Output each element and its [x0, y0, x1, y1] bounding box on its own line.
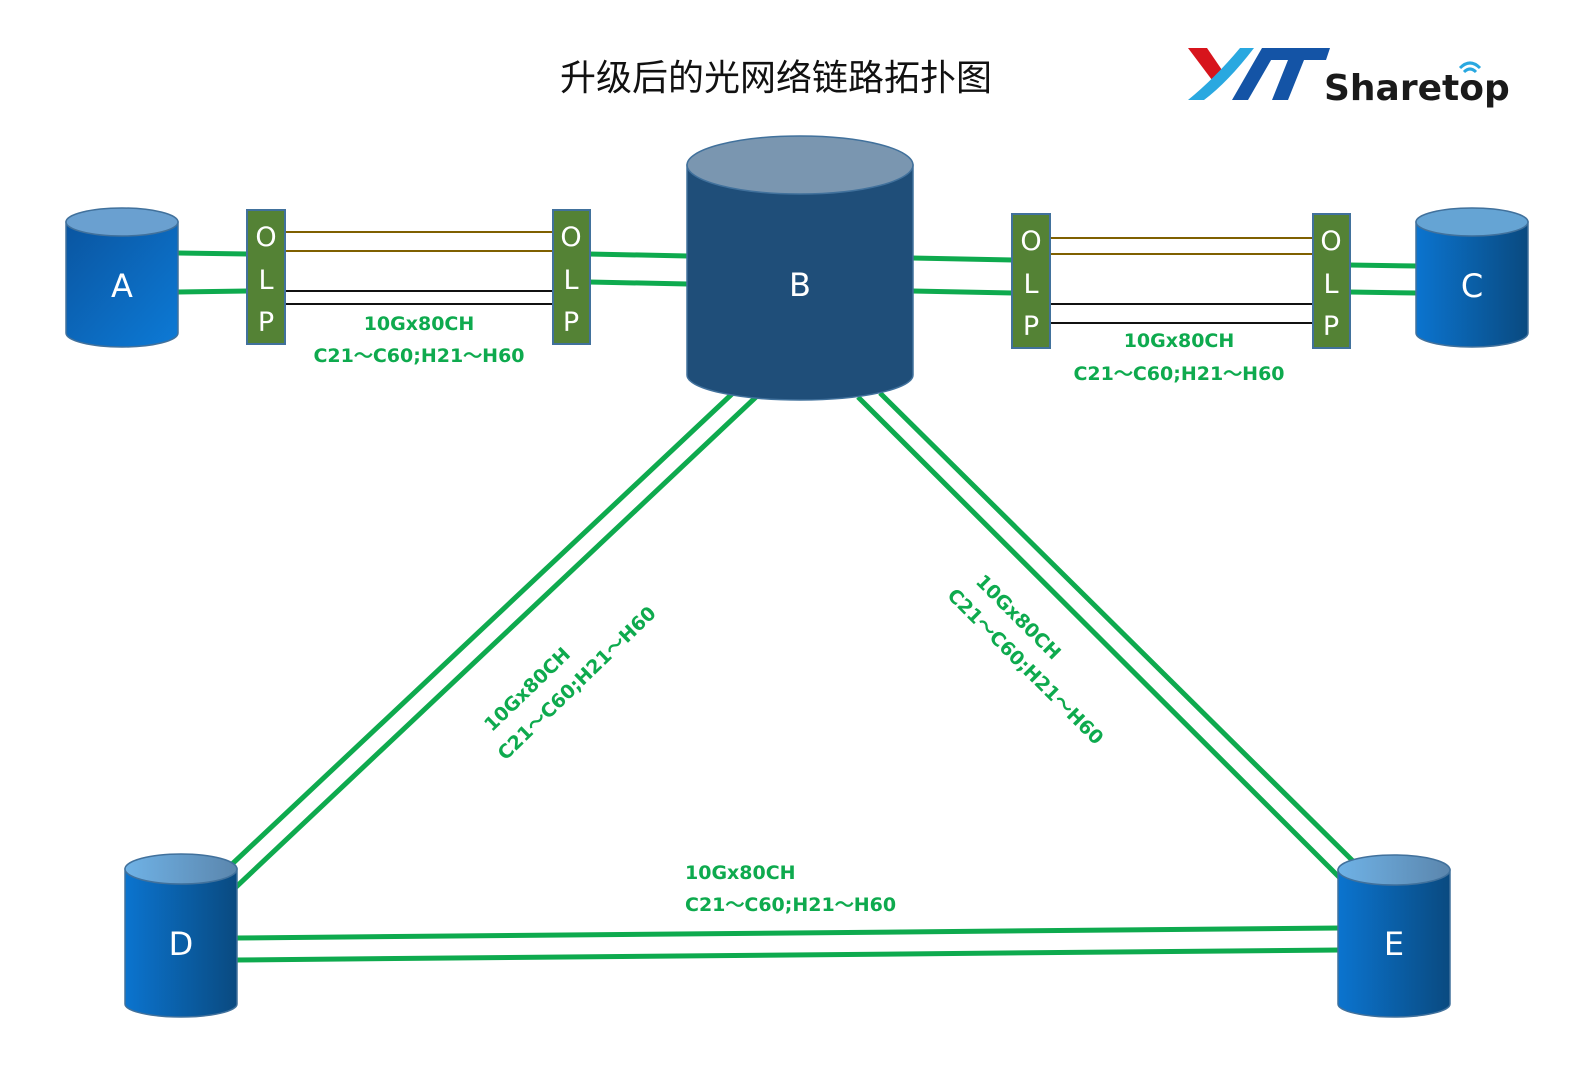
- fiber-line: [235, 925, 1341, 941]
- fiber-line: [856, 395, 1347, 885]
- olp-letter: O: [255, 222, 276, 253]
- node-label: B: [789, 266, 811, 304]
- cylinder-top: [65, 207, 179, 237]
- node-d: D: [124, 853, 238, 1018]
- cylinder-body: [65, 221, 179, 348]
- fiber-line: [911, 255, 1014, 263]
- channels-label: C21～C60;H21～H60: [1073, 363, 1284, 385]
- olp-letter: O: [560, 222, 581, 253]
- fiber-line: [235, 947, 1341, 963]
- fiber-line: [1348, 289, 1419, 296]
- fiber-line: [911, 288, 1014, 296]
- logo-wordmark: Sharetop: [1324, 68, 1510, 109]
- olp-letter: L: [563, 265, 578, 296]
- cylinder-body: [1337, 869, 1451, 1018]
- olp-letter: L: [1323, 269, 1338, 300]
- olp-letter: O: [1320, 226, 1341, 257]
- node-c: C: [1415, 207, 1529, 348]
- cylinder-top: [124, 853, 238, 885]
- olp-letter: L: [1023, 269, 1038, 300]
- cylinder-top: [1415, 207, 1529, 237]
- node-e: E: [1337, 854, 1451, 1018]
- node-label: E: [1384, 925, 1404, 963]
- fiber-line: [177, 250, 249, 257]
- channels-label: C21～C60;H21～H60: [685, 894, 896, 916]
- channels-label: C21～C60;H21～H60: [313, 345, 524, 367]
- diagram-title: 升级后的光网络链路拓扑图: [560, 58, 992, 99]
- link-label-b-c: 10Gx80CH C21～C60;H21～H60: [1073, 330, 1284, 385]
- fiber-line: [588, 279, 689, 287]
- olp-letter: L: [258, 265, 273, 296]
- olp-trunk-b-c: [1049, 237, 1314, 324]
- capacity-label: 10Gx80CH: [1124, 330, 1235, 352]
- olp-letter: P: [1023, 311, 1039, 342]
- logo-blue-arc: [1188, 48, 1254, 100]
- link-b-d: [228, 391, 758, 890]
- link-label-a-b: 10Gx80CH C21～C60;H21～H60: [313, 313, 524, 367]
- cylinder-body: [1415, 221, 1529, 348]
- node-b: B: [686, 135, 914, 401]
- olp-letter: P: [1323, 311, 1339, 342]
- cylinder-body: [124, 868, 238, 1018]
- olp-device: O L P: [552, 209, 591, 345]
- node-label: A: [111, 267, 133, 305]
- olp-device: O L P: [246, 209, 286, 345]
- logo-t-stroke: [1262, 48, 1330, 100]
- fiber-line: [878, 391, 1364, 872]
- fiber-line: [228, 391, 735, 868]
- fiber-line: [1348, 262, 1419, 269]
- olp-letter: O: [1020, 226, 1041, 257]
- node-a: A: [65, 207, 179, 348]
- logo-y-stroke: [1232, 48, 1278, 100]
- olp-trunk-a-b: [285, 231, 554, 305]
- node-label: C: [1461, 267, 1483, 305]
- link-d-e: [235, 925, 1341, 963]
- fiber-line: [177, 288, 249, 295]
- fiber-line: [588, 251, 689, 259]
- fiber-line: [233, 395, 758, 890]
- cylinder-body: [686, 164, 914, 401]
- olp-letter: P: [563, 307, 579, 338]
- wifi-signal-icon: [1462, 67, 1478, 74]
- olp-device: O L P: [1312, 213, 1351, 349]
- node-label: D: [169, 925, 194, 963]
- link-label-b-e: 10Gx80CH C21～C60;H21～H60: [943, 571, 1108, 750]
- olp-device: O L P: [1011, 213, 1051, 349]
- link-b-e: [856, 391, 1364, 885]
- cylinder-top: [1337, 854, 1451, 886]
- cylinder-top: [686, 135, 914, 195]
- capacity-label: 10Gx80CH: [685, 862, 796, 884]
- logo-red-stroke: [1188, 48, 1222, 80]
- xyt-sharetop-logo: Sharetop: [1188, 48, 1510, 109]
- capacity-label: 10Gx80CH: [364, 313, 475, 335]
- link-label-d-e: 10Gx80CH C21～C60;H21～H60: [685, 862, 896, 916]
- olp-letter: P: [258, 307, 274, 338]
